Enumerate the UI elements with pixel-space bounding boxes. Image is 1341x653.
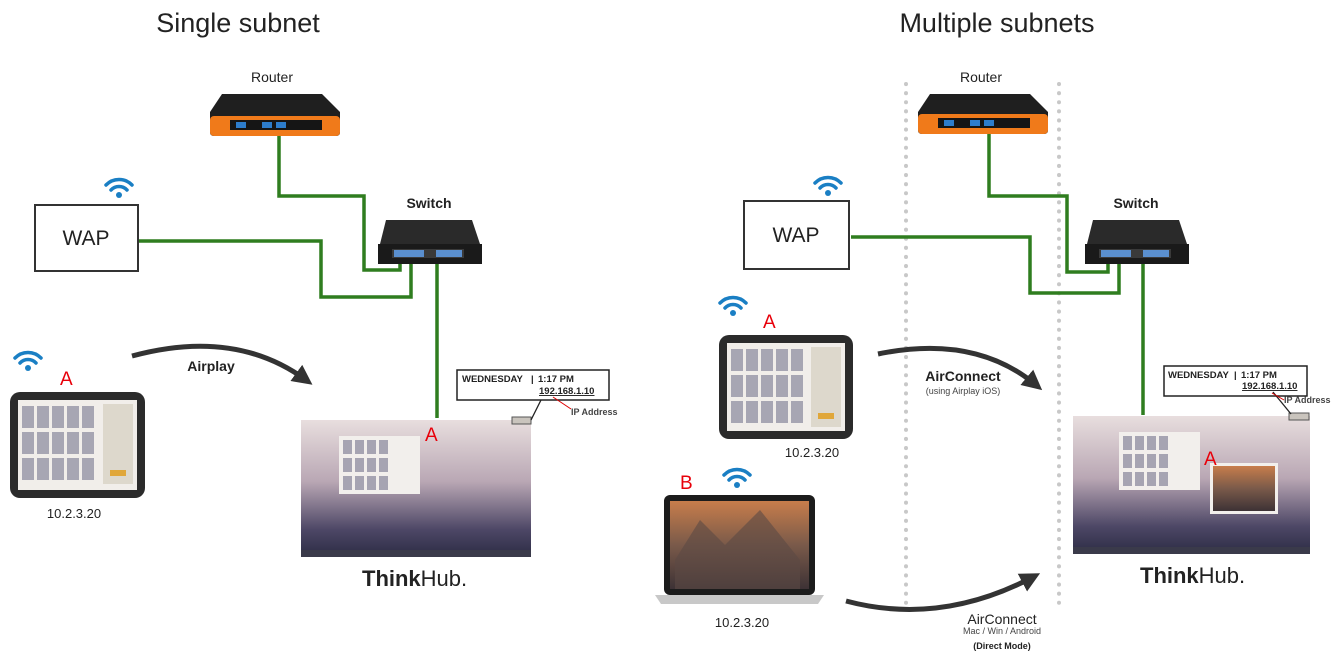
- brand-hub: Hub.: [1199, 563, 1245, 588]
- wap-label: WAP: [62, 227, 109, 250]
- svg-text:|: |: [1234, 370, 1237, 381]
- device-marker-a: A: [60, 369, 73, 390]
- info-time: 1:17 PM: [538, 374, 574, 385]
- switch-icon: [378, 220, 482, 264]
- wifi-icon: [718, 295, 748, 318]
- switch-label: Switch: [1113, 195, 1158, 211]
- multiple-subnets-panel: Multiple subnets Router Switch: [655, 8, 1331, 651]
- single-subnet-panel: Single subnet Router Switch: [10, 8, 618, 591]
- display-marker: A: [1204, 449, 1217, 470]
- network-cables: [138, 126, 439, 418]
- switch-label: Switch: [406, 195, 451, 211]
- brand-hub: Hub.: [421, 566, 467, 591]
- ip-address-label: IP Address: [571, 407, 618, 417]
- panel-title: Multiple subnets: [899, 8, 1094, 38]
- thinkhub-logo: ThinkHub.: [1140, 563, 1245, 588]
- wifi-icon: [13, 350, 43, 373]
- router-icon: [918, 94, 1048, 134]
- switch-icon: [1085, 220, 1189, 264]
- wap-box: [34, 204, 139, 272]
- info-card: WEDNESDAY | 1:17 PM 192.168.1.10: [456, 369, 610, 401]
- wap-label: WAP: [772, 224, 819, 247]
- thinkhub-logo: ThinkHub.: [362, 566, 467, 591]
- device-ip: 10.2.3.20: [785, 445, 839, 460]
- wifi-icon: [104, 177, 134, 200]
- wifi-icon: [813, 175, 843, 198]
- brand-think: Think: [362, 566, 421, 591]
- thinkhub-display: [301, 416, 532, 557]
- svg-text:|: |: [531, 374, 534, 385]
- info-day: WEDNESDAY: [462, 374, 524, 385]
- device-ip: 10.2.3.20: [47, 506, 101, 521]
- brand-think: Think: [1140, 563, 1199, 588]
- ip-address-label: IP Address: [1284, 395, 1331, 405]
- router-label: Router: [251, 69, 293, 85]
- device-marker-b: B: [680, 473, 693, 494]
- device-ip: 10.2.3.20: [715, 615, 769, 630]
- airconnect-direct-sub: Mac / Win / Android: [963, 626, 1041, 636]
- info-card: WEDNESDAY | 1:17 PM 192.168.1.10: [1163, 365, 1308, 397]
- info-ip: 192.168.1.10: [1242, 381, 1297, 392]
- panel-title: Single subnet: [156, 8, 320, 38]
- airconnect-direct-label: AirConnect: [967, 611, 1036, 627]
- airconnect-ios-label: AirConnect: [925, 368, 1001, 384]
- thinkhub-display: [1073, 412, 1310, 554]
- airconnect-ios-sub: (using Airplay iOS): [926, 386, 1001, 396]
- wifi-icon: [722, 467, 752, 490]
- airplay-label: Airplay: [187, 358, 235, 374]
- laptop-device: [655, 495, 824, 604]
- info-ip: 192.168.1.10: [539, 386, 594, 397]
- router-label: Router: [960, 69, 1002, 85]
- tablet-device: [10, 392, 145, 498]
- tablet-device: [719, 335, 853, 439]
- airconnect-direct-mode: (Direct Mode): [973, 641, 1031, 651]
- device-marker-a: A: [763, 312, 776, 333]
- info-time: 1:17 PM: [1241, 370, 1277, 381]
- wap-box: [743, 200, 850, 270]
- router-icon: [210, 94, 340, 136]
- info-day: WEDNESDAY: [1168, 370, 1230, 381]
- display-marker: A: [425, 425, 438, 446]
- network-cables: [851, 126, 1145, 415]
